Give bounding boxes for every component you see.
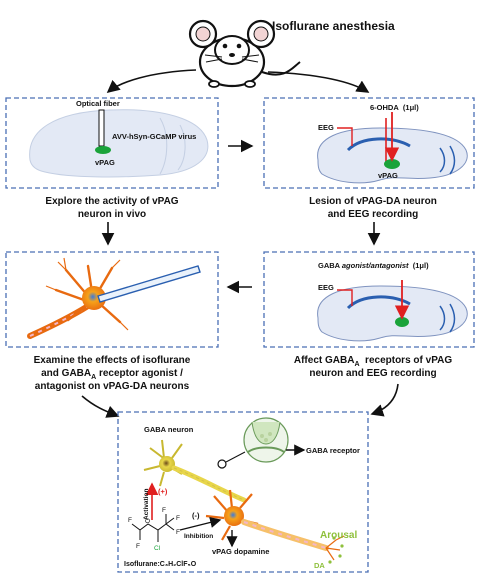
activation-label: Activation (143, 489, 150, 520)
atom-f2: F (136, 543, 140, 550)
optical-fiber-label: Optical fiber (76, 99, 120, 108)
gaba-neuron-illustration (143, 439, 247, 503)
eeg-electrode-2 (337, 289, 353, 306)
panel3-caption-line3: antagonist on vPAG-DA neurons (35, 381, 190, 392)
vpag-region-1 (95, 146, 111, 154)
synapse-zoom-icon (217, 417, 289, 469)
optical-fiber-icon (98, 109, 105, 147)
panel5-border (117, 411, 369, 573)
isoflurane-molecule-icon (131, 514, 175, 542)
panel3-caption-line2: and GABAA receptor agonist / (41, 368, 183, 381)
panel1-caption-line1: Explore the activity of vPAG (45, 196, 178, 207)
vpag-region-3 (395, 317, 409, 327)
atom-f3: F (162, 507, 166, 514)
atom-f4: F (176, 515, 180, 522)
atom-f1: F (128, 517, 132, 524)
arrow-to-panel2 (267, 71, 370, 93)
toxin-label: 6-OHDA (1μl) (370, 103, 419, 112)
panel2-border (263, 97, 475, 189)
brain-sagittal-2 (317, 285, 468, 342)
title: Isoflurane anesthesia (272, 19, 395, 33)
vpag-label-2: vPAG (378, 171, 398, 180)
panel2-caption-line1: Lesion of vPAG-DA neuron (309, 196, 437, 207)
neuron-patch-illustration (27, 257, 201, 339)
arousal-label: Arousal (320, 530, 357, 541)
inhibition-arrow (179, 516, 222, 531)
eeg-label-2: EEG (318, 283, 334, 292)
vpag-dopamine-label: vPAG dopamine (212, 547, 269, 556)
activation-sign: (+) (158, 487, 168, 496)
panel2-caption-line2: and EEG recording (328, 209, 419, 220)
panel3-border (5, 251, 219, 348)
panel3-caption-line1: Examine the effects of isoflurane (34, 355, 191, 366)
panel1-caption-line2: neuron in vivo (78, 209, 146, 220)
inhibition-label: Inhibition (184, 533, 213, 540)
eeg-electrode-1 (337, 127, 353, 146)
atom-cl: Cl (154, 545, 161, 552)
mouse-icon (188, 19, 301, 88)
atom-f5: F (176, 529, 180, 536)
arrow-to-panel1 (106, 69, 197, 94)
eeg-label-1: EEG (318, 123, 334, 132)
inhibition-sign: (-) (192, 511, 200, 520)
panel4-caption-line1: Affect GABAA receptors of vPAG (294, 355, 452, 368)
vpag-label-1: vPAG (95, 158, 115, 167)
vpag-region-2 (384, 159, 400, 169)
gaba-receptor-label: GABA receptor (306, 446, 360, 455)
atom-o: O (145, 518, 150, 525)
panel4-border (263, 251, 475, 348)
gaba-neuron-label: GABA neuron (144, 425, 194, 434)
da-label: DA (314, 561, 325, 570)
arrow-4-to-5 (370, 383, 399, 417)
panel4-caption-line2: neuron and EEG recording (309, 368, 436, 379)
arrow-3-to-5 (81, 395, 120, 418)
panel1-border (5, 97, 219, 189)
brain-illustration-1 (29, 109, 209, 178)
virus-label: AVV-hSyn-GCaMP virus (112, 132, 196, 141)
isoflurane-formula: Isoflurane:C₃H₂ClF₅O (124, 561, 197, 568)
drug-label: GABA agonist/antagonist (1μl) (318, 261, 429, 270)
